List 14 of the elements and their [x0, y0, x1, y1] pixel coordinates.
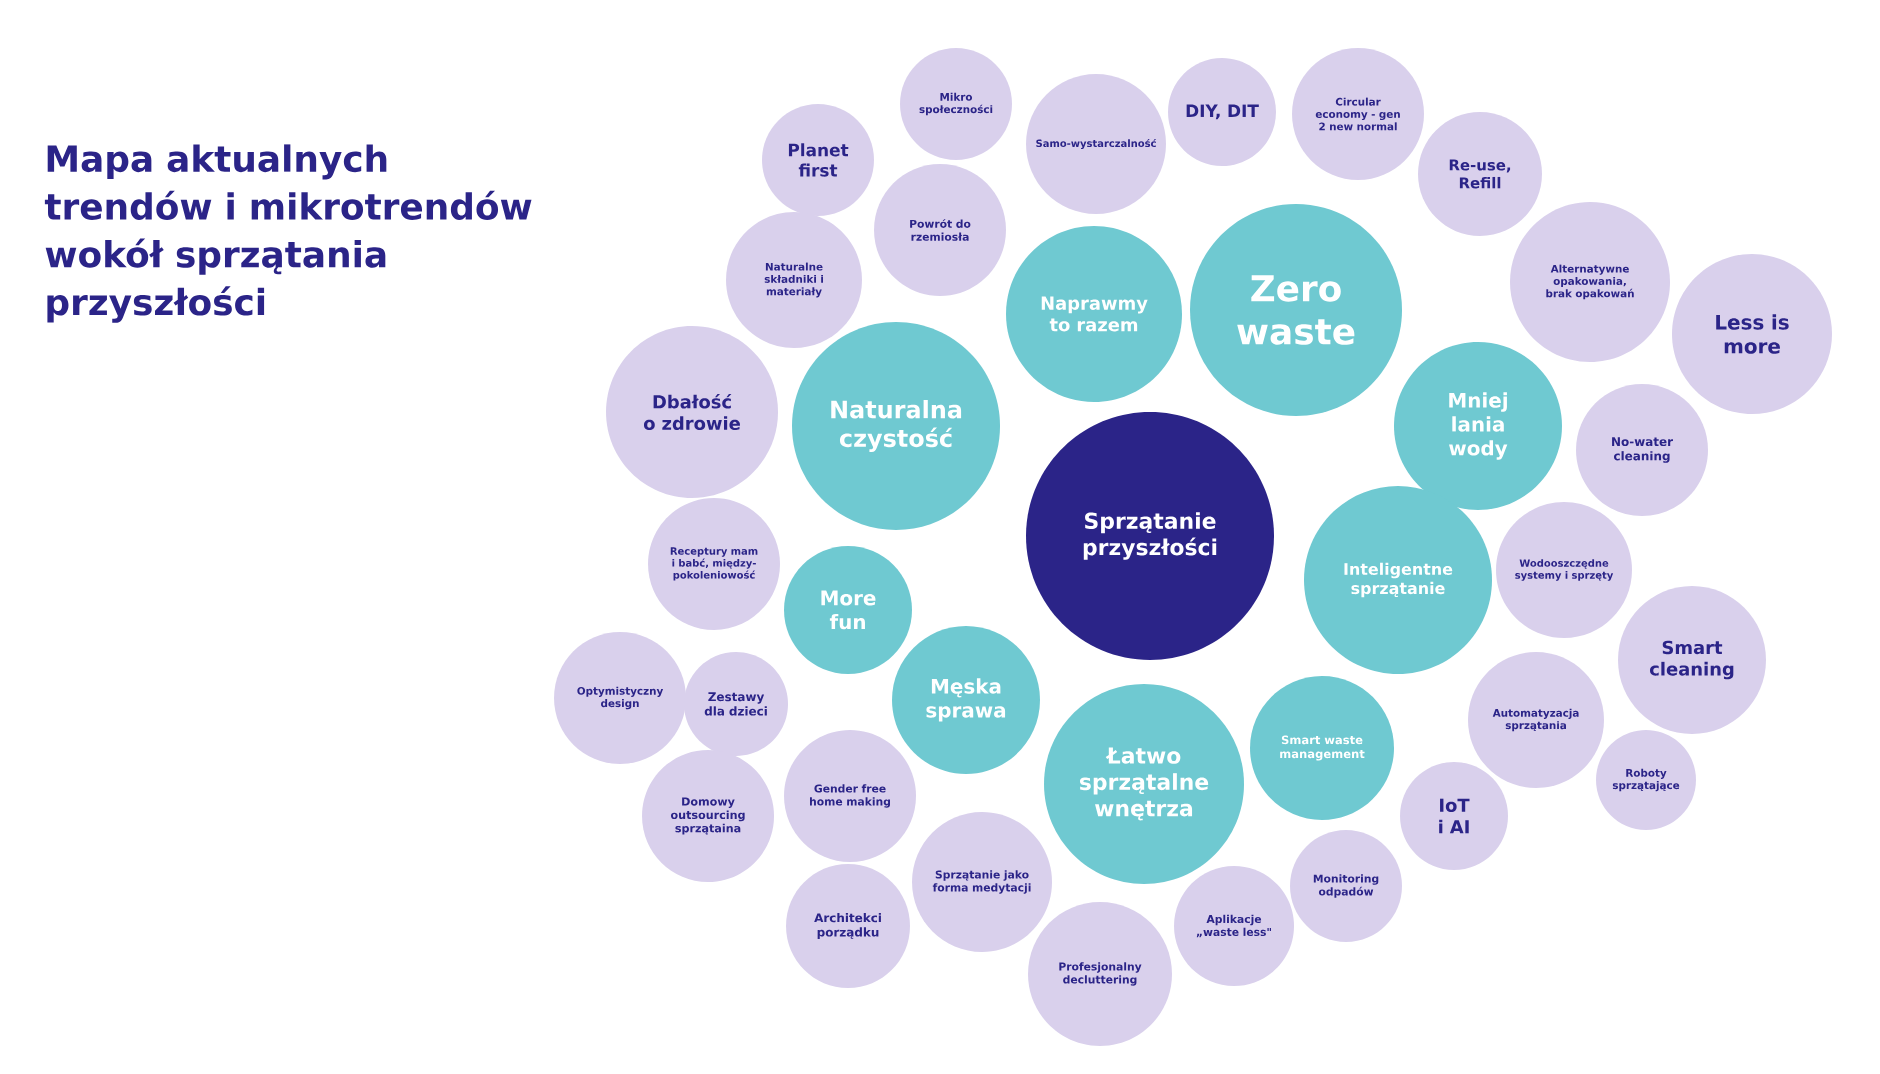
trend-bubble: Mniej lania wody [1394, 342, 1562, 510]
trend-bubble: DIY, DIT [1168, 58, 1276, 166]
trend-bubble: Zero waste [1190, 204, 1402, 416]
trend-bubble: Naprawmy to razem [1006, 226, 1182, 402]
central-bubble: Sprzątanie przyszłości [1026, 412, 1274, 660]
trend-bubble: IoT i AI [1400, 762, 1508, 870]
trend-bubble: Naturalna czystość [792, 322, 1000, 530]
trend-bubble: Dbałość o zdrowie [606, 326, 778, 498]
trend-bubble: More fun [784, 546, 912, 674]
trend-bubble: Łatwo sprzątalne wnętrza [1044, 684, 1244, 884]
trend-bubble: Męska sprawa [892, 626, 1040, 774]
title: Mapa aktualnych trendów i mikrotrendów wokół sprzątania przyszłości [44, 144, 532, 323]
trend-bubble: Less is more [1672, 254, 1832, 414]
trend-bubble: Planet first [762, 104, 874, 216]
